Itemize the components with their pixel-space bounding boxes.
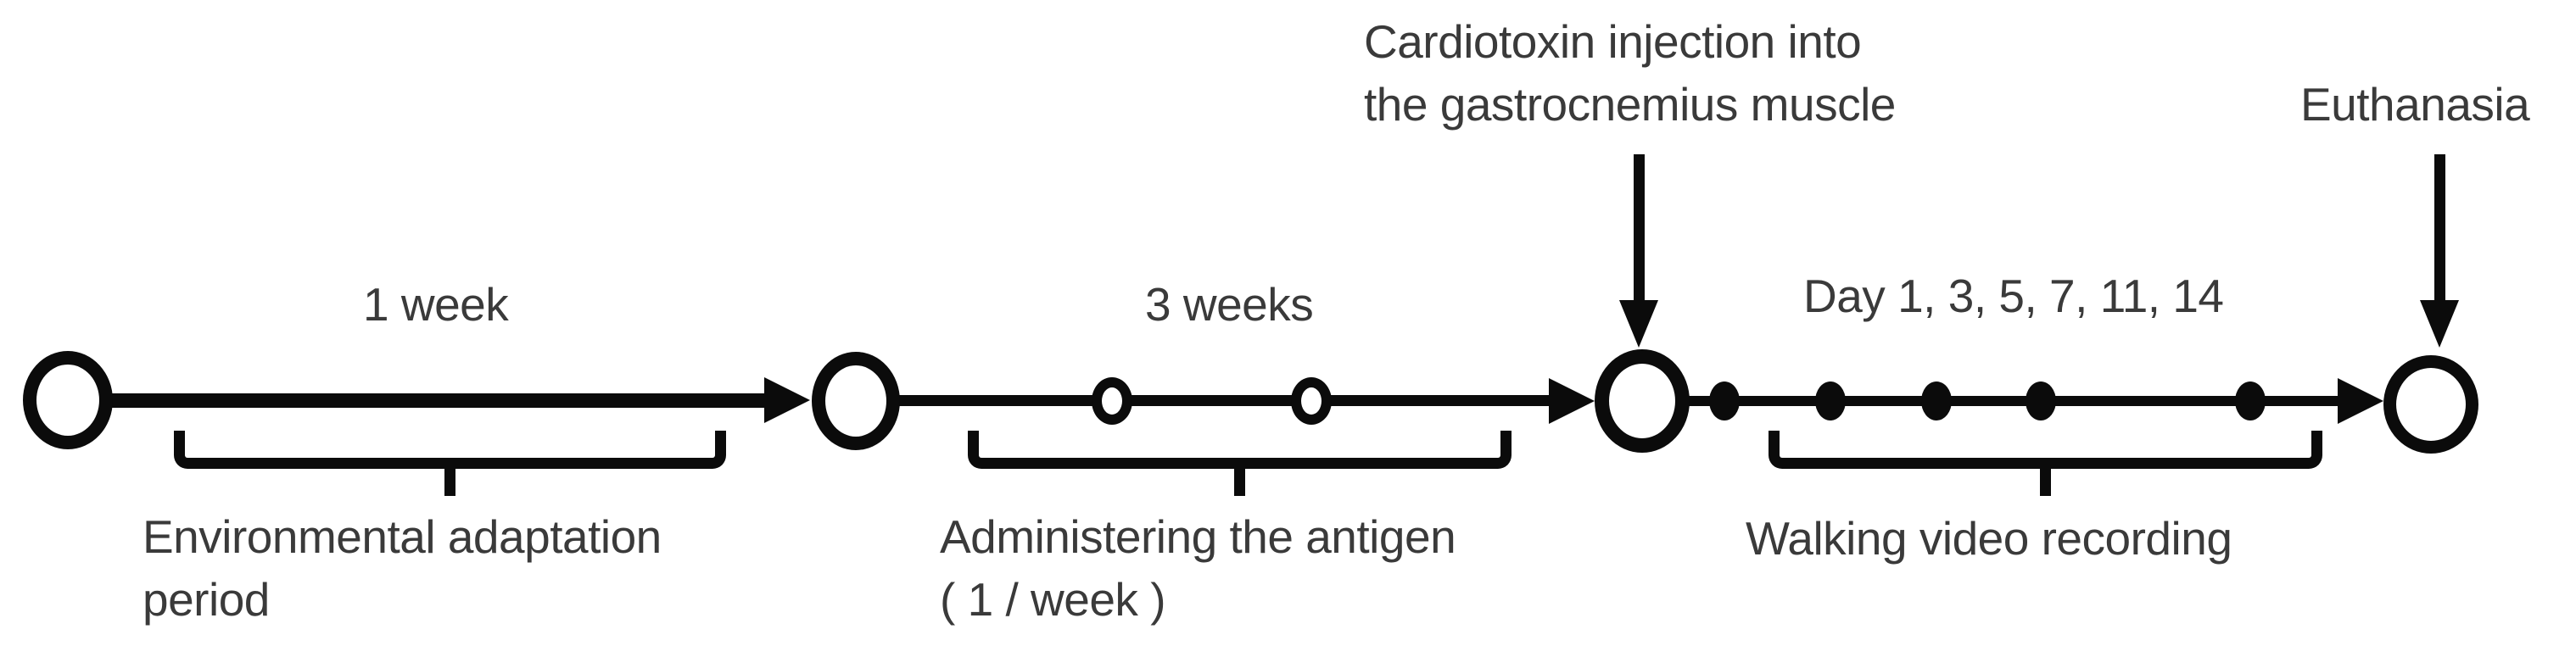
environmental-adaptation-label-line2: period [142,573,270,626]
arrowhead-segment2-icon [1549,378,1595,424]
cardiotoxin-arrow-head-icon [1619,300,1658,348]
cardiotoxin-injection-label: Cardiotoxin injection into the gastrocne… [1364,10,1896,136]
milestone-circle-cardiotoxin-injection [1595,349,1690,453]
walking-video-recording-label: Walking video recording [1746,512,2232,565]
duration-label-1-week: 1 week [363,278,509,331]
euthanasia-arrow-shaft [2434,154,2445,303]
recording-day-dot-7 [2026,381,2056,420]
administering-antigen-label: Administering the antigen ( 1 / week ) [940,505,1456,631]
bracket-walking-video-tick [2040,465,2051,496]
bracket-walking-video [1769,431,2322,469]
milestone-circle-antigen-start [812,352,900,450]
timeline-segment-antigen [895,395,1553,406]
cardiotoxin-injection-label-line2: the gastrocnemius muscle [1364,78,1896,131]
antigen-dose-marker-2 [1291,377,1332,425]
recording-day-dot-1 [1709,381,1740,420]
administering-antigen-label-line2: ( 1 / week ) [940,573,1166,626]
milestone-circle-start [23,351,113,449]
timeline-segment-recording [1684,396,2341,406]
duration-label-3-weeks: 3 weeks [1145,278,1314,331]
arrowhead-segment3-icon [2338,378,2383,424]
euthanasia-arrow-head-icon [2420,300,2459,348]
administering-antigen-label-line1: Administering the antigen [940,510,1456,563]
euthanasia-label: Euthanasia [2300,78,2530,131]
recording-day-dot-3 [1815,381,1846,420]
antigen-dose-marker-1 [1092,377,1132,425]
bracket-administering-antigen [968,431,1512,469]
recording-day-dot-11 [2235,381,2266,420]
milestone-circle-euthanasia [2383,355,2478,454]
cardiotoxin-injection-label-line1: Cardiotoxin injection into [1364,15,1862,68]
bracket-administering-antigen-tick [1234,465,1245,496]
recording-day-dot-5 [1921,381,1952,420]
bracket-environmental-adaptation-tick [444,465,455,496]
timeline-segment-adaptation [110,393,768,408]
recording-days-label: Day 1, 3, 5, 7, 11, 14 [1803,270,2224,322]
bracket-environmental-adaptation [174,431,726,469]
environmental-adaptation-label-line1: Environmental adaptation [142,510,662,563]
environmental-adaptation-label: Environmental adaptation period [142,505,662,631]
arrowhead-segment1-icon [764,377,810,423]
cardiotoxin-arrow-shaft [1634,154,1645,303]
